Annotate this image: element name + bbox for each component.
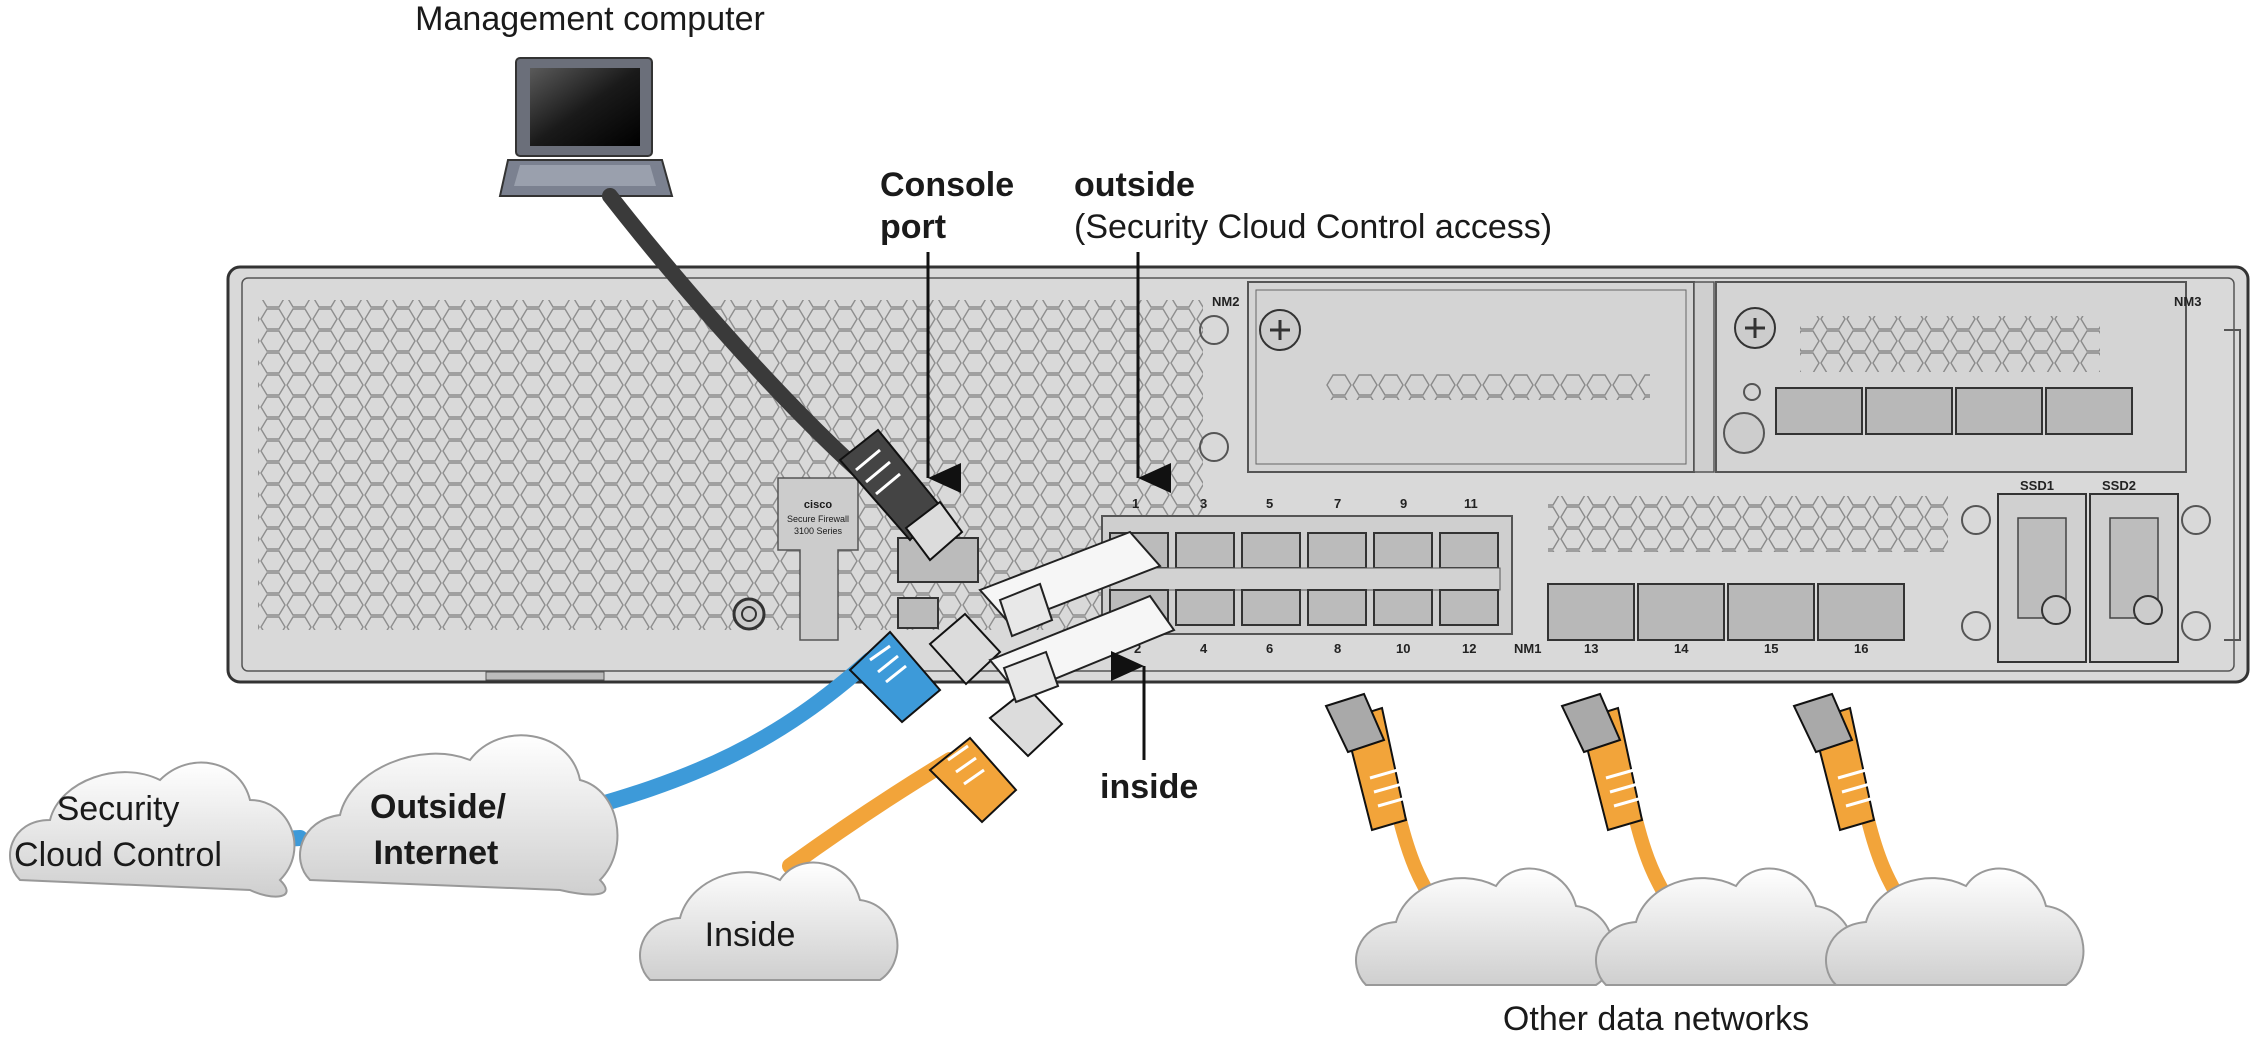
port-number: 4 — [1200, 641, 1208, 656]
ssd-bay-1 — [1997, 493, 2087, 663]
port-number: 16 — [1854, 641, 1868, 656]
rj45-port-block — [1101, 515, 1513, 635]
ssd-bay-2 — [2089, 493, 2179, 663]
svg-text:cisco: cisco — [804, 499, 832, 511]
console-port-label-line2: port — [880, 208, 946, 246]
inside-label: inside — [1100, 768, 1198, 806]
port-number: 2 — [1134, 641, 1141, 656]
slot-label-nm3: NM3 — [2174, 294, 2201, 309]
port-number: 15 — [1764, 641, 1778, 656]
management-computer-label: Management computer — [415, 0, 765, 38]
port-number: 9 — [1400, 496, 1407, 511]
cloud-inside-label: Inside — [705, 916, 796, 954]
slot-label-nm2: NM2 — [1212, 294, 1239, 309]
port-number: 7 — [1334, 496, 1341, 511]
data-network-cable-1 — [1324, 692, 1439, 907]
port-number: 8 — [1334, 641, 1341, 656]
nm3-sfp-ports — [1775, 387, 2133, 435]
laptop-icon — [498, 57, 674, 197]
cloud-scc-label-line2: Cloud Control — [14, 836, 222, 874]
svg-text:3100 Series: 3100 Series — [794, 526, 843, 536]
cloud-security-cloud-control — [9, 761, 296, 898]
cloud-scc-label-line1: Security — [57, 790, 180, 828]
port-number: 1 — [1132, 496, 1139, 511]
sfp-port-block — [1547, 583, 1905, 641]
port-number: 12 — [1462, 641, 1476, 656]
nm2-vent — [1326, 374, 1650, 400]
port-number: 3 — [1200, 496, 1207, 511]
cloud-data-network-3 — [1825, 867, 2085, 986]
port-number: 11 — [1464, 496, 1478, 511]
cloud-data-network-2 — [1595, 867, 1855, 986]
slot-label-nm1: NM1 — [1514, 641, 1541, 656]
data-network-cable-2 — [1560, 692, 1675, 907]
cisco-badge: cisco Secure Firewall 3100 Series — [777, 477, 859, 641]
cloud-data-network-1 — [1355, 867, 1615, 986]
ssd1-label: SSD1 — [2020, 478, 2054, 493]
firewall-chassis: 1 3 5 7 9 11 2 4 6 8 10 12 NM1 13 14 15 … — [226, 265, 2250, 684]
svg-text:Secure Firewall: Secure Firewall — [787, 514, 849, 524]
power-button-icon — [732, 597, 766, 631]
cloud-outside-label-line2: Internet — [374, 834, 499, 872]
screw-icon — [1259, 309, 1301, 351]
port-number: 13 — [1584, 641, 1598, 656]
mgmt-port — [897, 597, 939, 629]
outside-sublabel: (Security Cloud Control access) — [1074, 208, 1552, 246]
port-number: 10 — [1396, 641, 1410, 656]
console-cable — [602, 188, 964, 562]
inside-cable — [782, 594, 1176, 874]
port-number: 5 — [1266, 496, 1273, 511]
screw-icon — [1734, 307, 1776, 349]
cloud-outside-internet — [299, 734, 619, 896]
console-port-label-line1: Console — [880, 166, 1014, 204]
ssd2-label: SSD2 — [2102, 478, 2136, 493]
other-data-networks-label: Other data networks — [1503, 1000, 1809, 1038]
data-network-cable-3 — [1792, 692, 1907, 907]
cloud-outside-label-line1: Outside/ — [370, 788, 507, 826]
port-number: 14 — [1674, 641, 1689, 656]
outside-label: outside — [1074, 166, 1195, 204]
cloud-inside — [639, 861, 899, 981]
port-number: 6 — [1266, 641, 1273, 656]
